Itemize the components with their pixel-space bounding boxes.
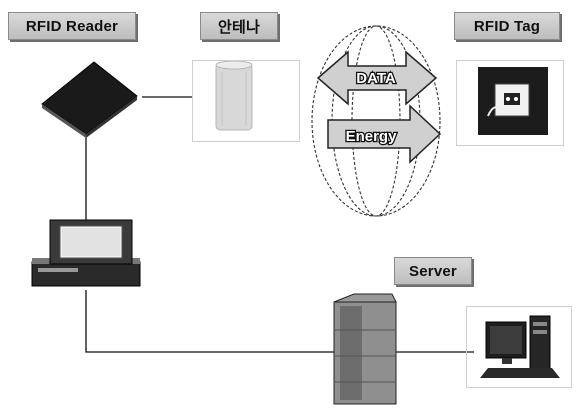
rfid-tag-label: RFID Tag: [454, 12, 560, 40]
data-arrow: [316, 50, 438, 106]
rfid-reader-icon: [41, 61, 138, 138]
client-frame: [466, 306, 572, 388]
pc-workstation-icon: [31, 219, 141, 287]
energy-arrow: [327, 104, 442, 164]
server-label: Server: [394, 257, 472, 285]
energy-label: Energy: [346, 128, 398, 145]
data-label: DATA: [356, 70, 396, 87]
antenna-icon: [215, 60, 253, 131]
tag-frame: [456, 60, 564, 146]
client-computer-icon: [480, 315, 560, 378]
rfid-reader-label: RFID Reader: [8, 12, 136, 40]
antenna-frame: [192, 60, 300, 142]
antenna-label: 안테나: [200, 12, 278, 40]
rfid-tag-icon: [478, 67, 548, 135]
pc-server-connector: [85, 290, 334, 353]
reader-frame: [28, 60, 142, 144]
server-icon: [333, 293, 397, 405]
